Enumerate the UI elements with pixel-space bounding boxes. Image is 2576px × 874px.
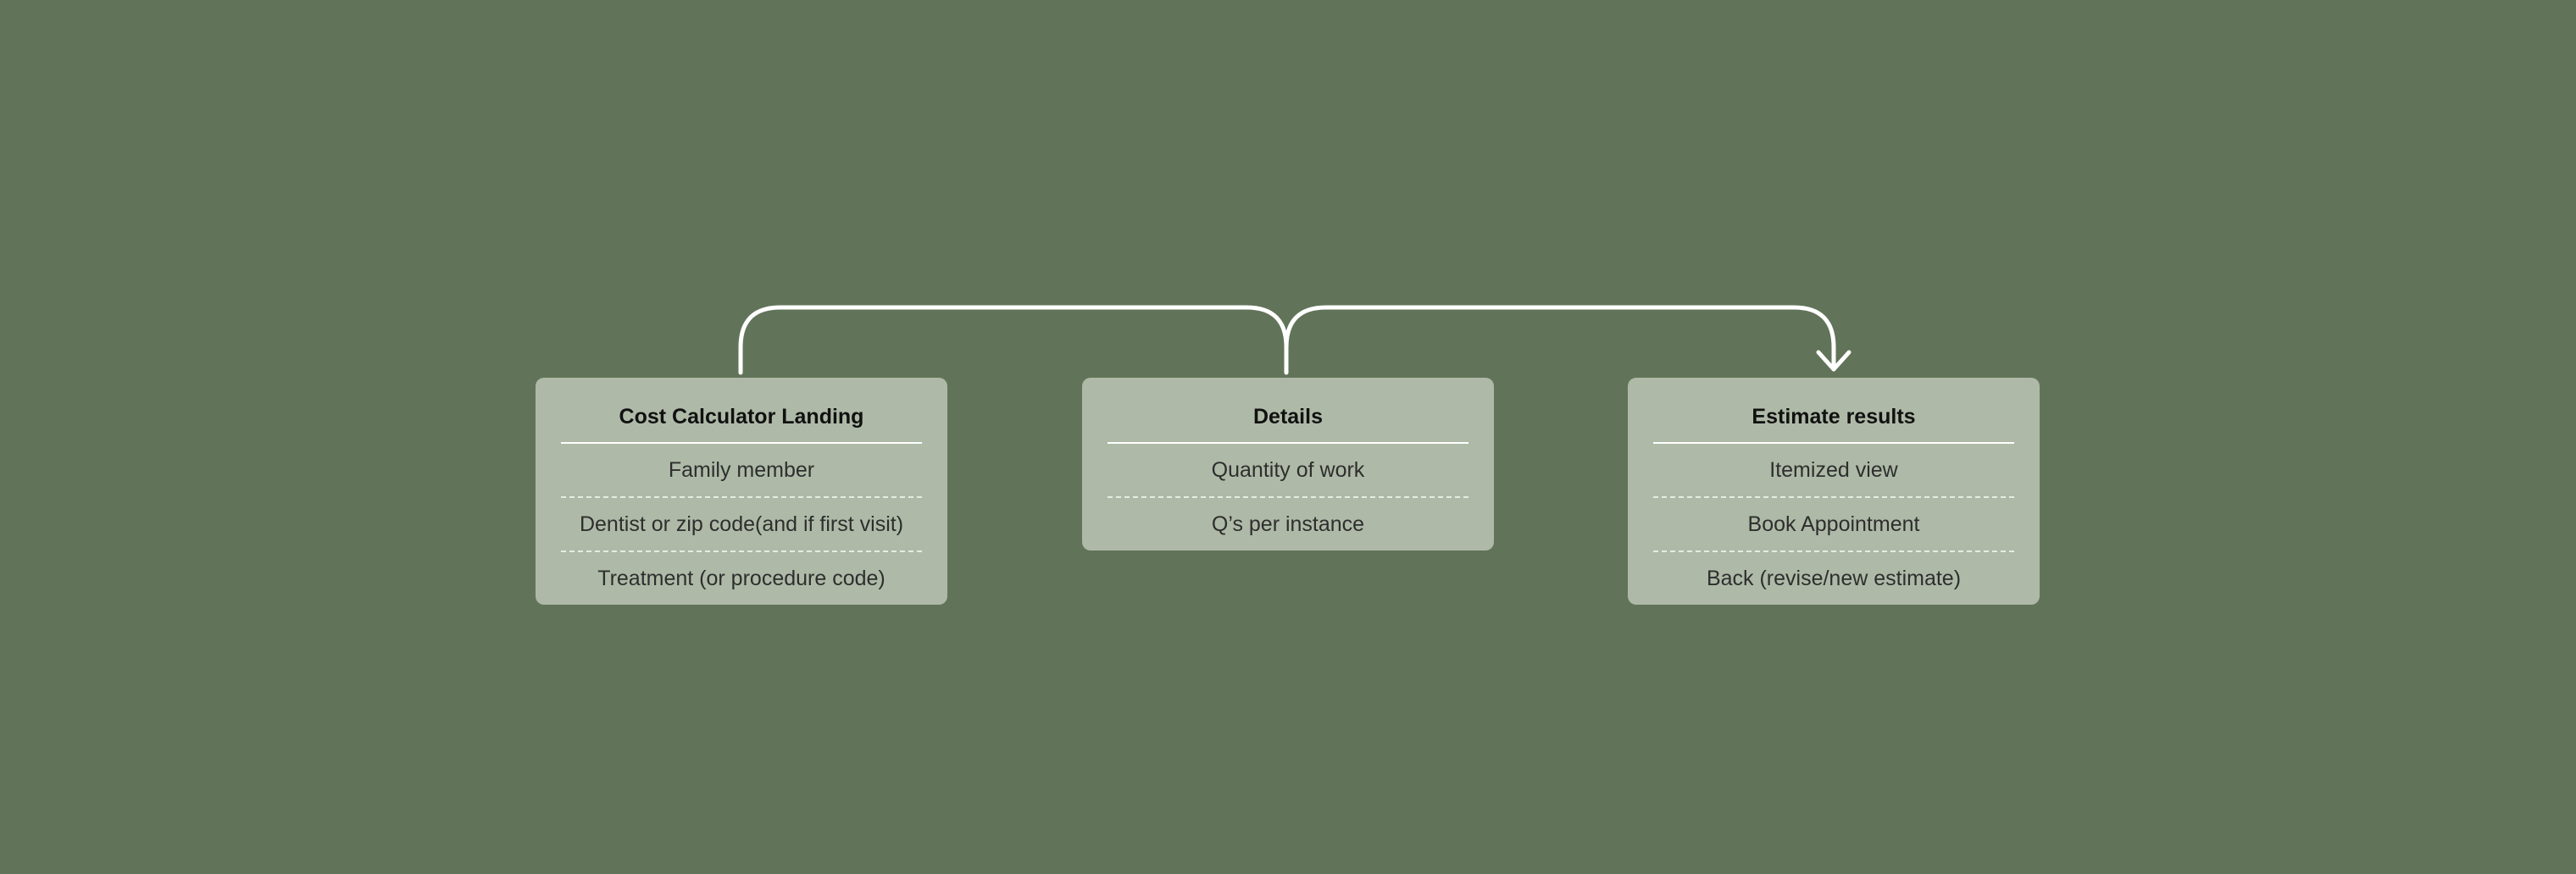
card-details: Details Quantity of work Q’s per instanc… [1082, 378, 1494, 550]
card-title: Estimate results [1653, 378, 2014, 444]
card-item-list: Itemized view Book Appointment Back (rev… [1653, 444, 2014, 605]
card-item-list: Quantity of work Q’s per instance [1108, 444, 1468, 550]
card-item: Treatment (or procedure code) [561, 550, 922, 605]
card-cost-calculator-landing: Cost Calculator Landing Family member De… [536, 378, 947, 605]
connector-line [738, 305, 1836, 375]
card-item: Back (revise/new estimate) [1653, 550, 2014, 605]
card-title: Cost Calculator Landing [561, 378, 922, 444]
card-item: Book Appointment [1653, 496, 2014, 550]
card-title: Details [1108, 378, 1468, 444]
card-item: Itemized view [1769, 458, 1898, 482]
card-item: Q’s per instance [1108, 496, 1468, 550]
arrow-head-icon [1816, 350, 1852, 372]
card-estimate-results: Estimate results Itemized view Book Appo… [1628, 378, 2040, 605]
card-item-list: Family member Dentist or zip code(and if… [561, 444, 922, 605]
card-item: Family member [668, 458, 815, 482]
card-item: Quantity of work [1211, 458, 1365, 482]
card-item: Dentist or zip code(and if first visit) [561, 496, 922, 550]
